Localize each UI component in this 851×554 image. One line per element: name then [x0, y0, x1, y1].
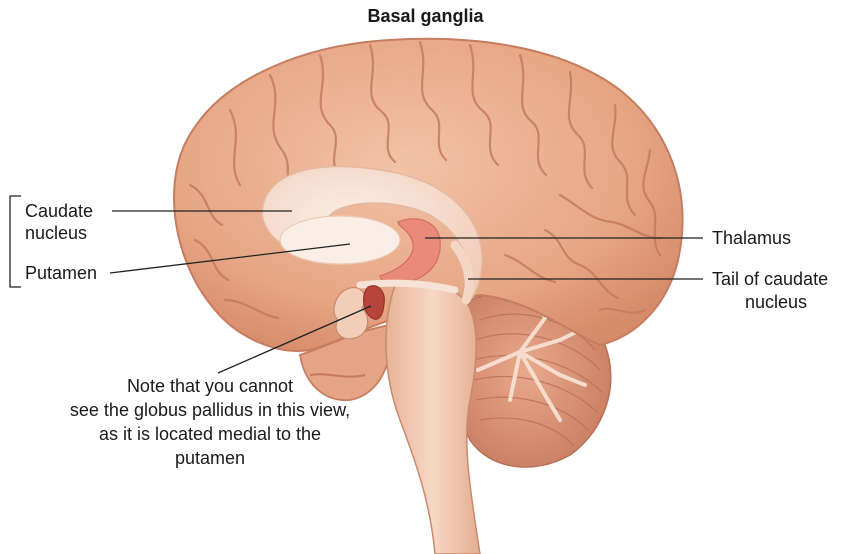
- thalamus-label: Thalamus: [712, 228, 791, 249]
- note-line1: Note that you cannot: [0, 376, 420, 397]
- tail-of-caudate-label-line2: nucleus: [745, 292, 807, 313]
- putamen: [280, 216, 400, 264]
- note-line4: putamen: [0, 448, 420, 469]
- label-bracket: [10, 196, 21, 287]
- hypothalamic-region: [334, 288, 368, 339]
- caudate-nucleus-label-line2: nucleus: [25, 223, 87, 244]
- note-line3: as it is located medial to the: [0, 424, 420, 445]
- caudate-nucleus-label-line1: Caudate: [25, 201, 93, 222]
- note-line2: see the globus pallidus in this view,: [0, 400, 420, 421]
- tail-of-caudate-label-line1: Tail of caudate: [712, 269, 828, 290]
- putamen-label: Putamen: [25, 263, 97, 284]
